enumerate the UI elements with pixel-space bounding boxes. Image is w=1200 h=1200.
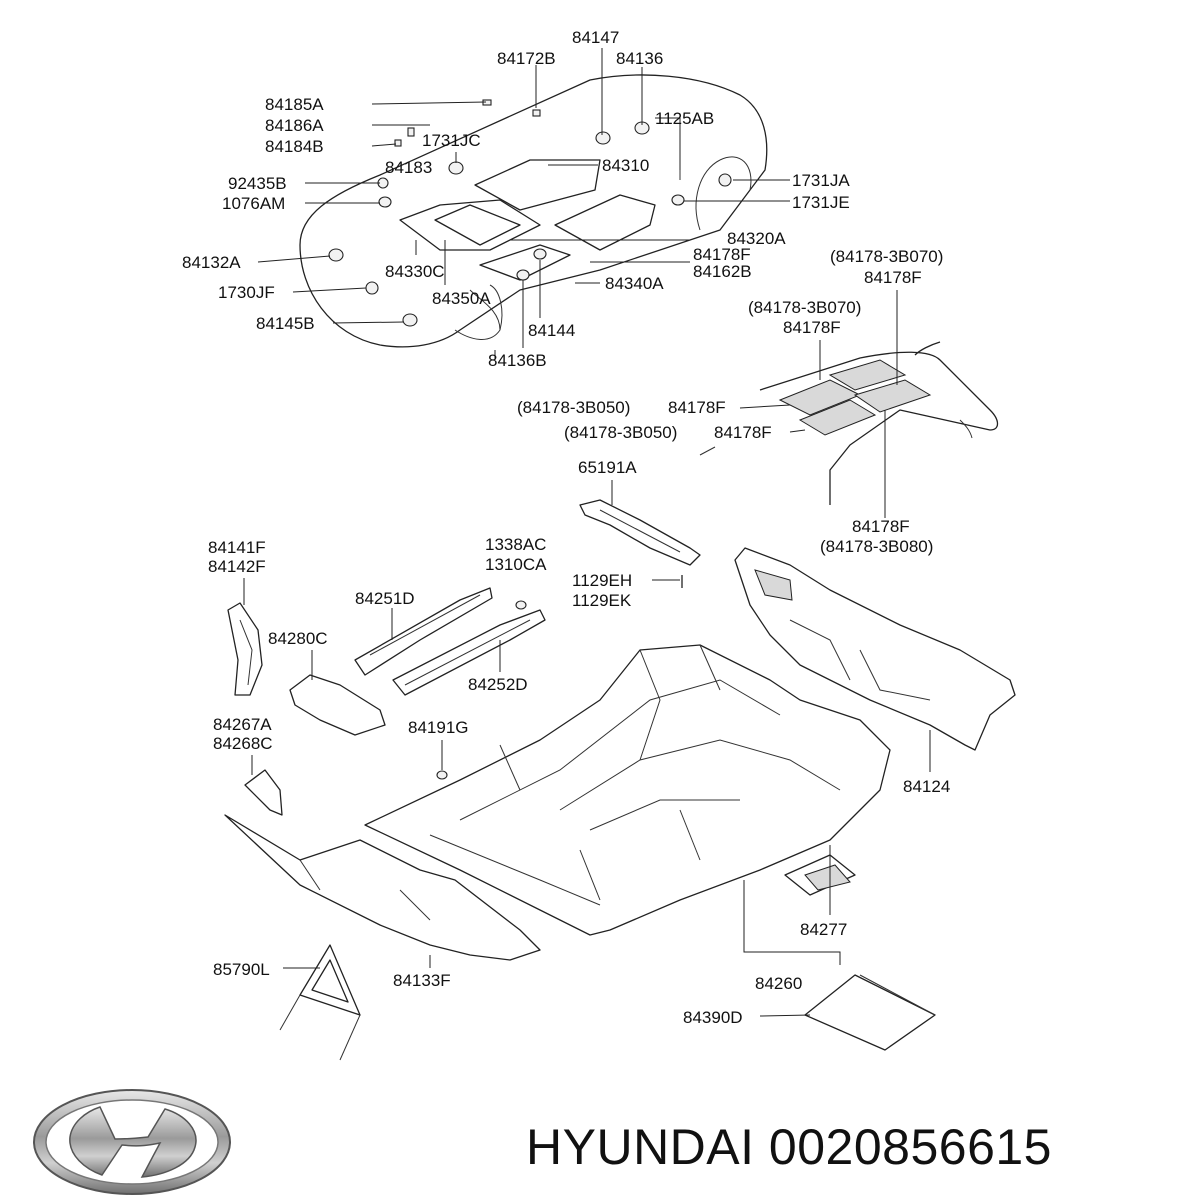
- label-84144: 84144: [528, 321, 575, 340]
- crossmember: [579, 480, 701, 588]
- label-84178F-d: 84178F: [668, 398, 726, 417]
- label-84172B: 84172B: [497, 49, 556, 68]
- label-3B050-2: (84178-3B050): [564, 423, 677, 442]
- underbody-insulation: [299, 74, 768, 348]
- label-84268C: 84268C: [213, 734, 273, 753]
- label-1129EK: 1129EK: [572, 591, 632, 610]
- roof-headliner: [699, 290, 999, 518]
- label-84178F-e: 84178F: [714, 423, 772, 442]
- side-trims: [227, 578, 546, 816]
- warning-triangle: [279, 944, 361, 1061]
- label-84142F: 84142F: [208, 557, 266, 576]
- label-84277: 84277: [800, 920, 847, 939]
- label-84340A: 84340A: [605, 274, 664, 293]
- label-1310CA: 1310CA: [485, 555, 547, 574]
- dash-insulator: [734, 547, 1016, 772]
- label-84145B: 84145B: [256, 314, 315, 333]
- label-84178F-a: 84178F: [693, 245, 751, 264]
- label-84136: 84136: [616, 49, 663, 68]
- label-84147: 84147: [572, 28, 619, 47]
- label-1731JE: 1731JE: [792, 193, 850, 212]
- luggage-floor: [224, 814, 541, 968]
- label-1731JA: 1731JA: [792, 171, 850, 190]
- label-84178F-f: 84178F: [852, 517, 910, 536]
- label-84141F: 84141F: [208, 538, 266, 557]
- label-84252D: 84252D: [468, 675, 528, 694]
- label-84186A: 84186A: [265, 116, 324, 135]
- label-84330C: 84330C: [385, 262, 445, 281]
- label-84178F-b: 84178F: [864, 268, 922, 287]
- label-92435B: 92435B: [228, 174, 287, 193]
- label-84320A: 84320A: [727, 229, 786, 248]
- label-3B070-1: (84178-3B070): [830, 247, 943, 266]
- label-84184B: 84184B: [265, 137, 324, 156]
- label-84350A: 84350A: [432, 289, 491, 308]
- label-3B080: (84178-3B080): [820, 537, 933, 556]
- label-65191A: 65191A: [578, 458, 637, 477]
- hyundai-logo: [33, 1089, 231, 1195]
- label-84191G: 84191G: [408, 718, 469, 737]
- label-3B050-1: (84178-3B050): [517, 398, 630, 417]
- part-labels: 84147 84172B 84136 84185A 84186A 1125AB …: [182, 28, 950, 1027]
- label-84390D: 84390D: [683, 1008, 743, 1027]
- label-1129EH: 1129EH: [572, 571, 632, 590]
- label-1125AB: 1125AB: [655, 109, 714, 128]
- label-84136B: 84136B: [488, 351, 547, 370]
- label-84280C: 84280C: [268, 629, 328, 648]
- label-84133F: 84133F: [393, 971, 451, 990]
- label-84310: 84310: [602, 156, 649, 175]
- label-84183: 84183: [385, 158, 432, 177]
- label-84178F-c: 84178F: [783, 318, 841, 337]
- floor-pieces: [743, 845, 936, 1051]
- label-84185A: 84185A: [265, 95, 324, 114]
- label-84132A: 84132A: [182, 253, 241, 272]
- top-leader-lines: [257, 48, 790, 360]
- label-1730JF: 1730JF: [218, 283, 275, 302]
- label-84267A: 84267A: [213, 715, 272, 734]
- label-84124: 84124: [903, 777, 950, 796]
- label-1076AM: 1076AM: [222, 194, 285, 213]
- label-84162B: 84162B: [693, 262, 752, 281]
- label-3B070-2: (84178-3B070): [748, 298, 861, 317]
- label-84260: 84260: [755, 974, 802, 993]
- label-1338AC: 1338AC: [485, 535, 546, 554]
- floor-carpet: [364, 644, 891, 936]
- label-1731JC: 1731JC: [422, 131, 481, 150]
- label-84251D: 84251D: [355, 589, 415, 608]
- label-85790L: 85790L: [213, 960, 270, 979]
- part-number-caption: HYUNDAI 0020856615: [526, 1119, 1052, 1175]
